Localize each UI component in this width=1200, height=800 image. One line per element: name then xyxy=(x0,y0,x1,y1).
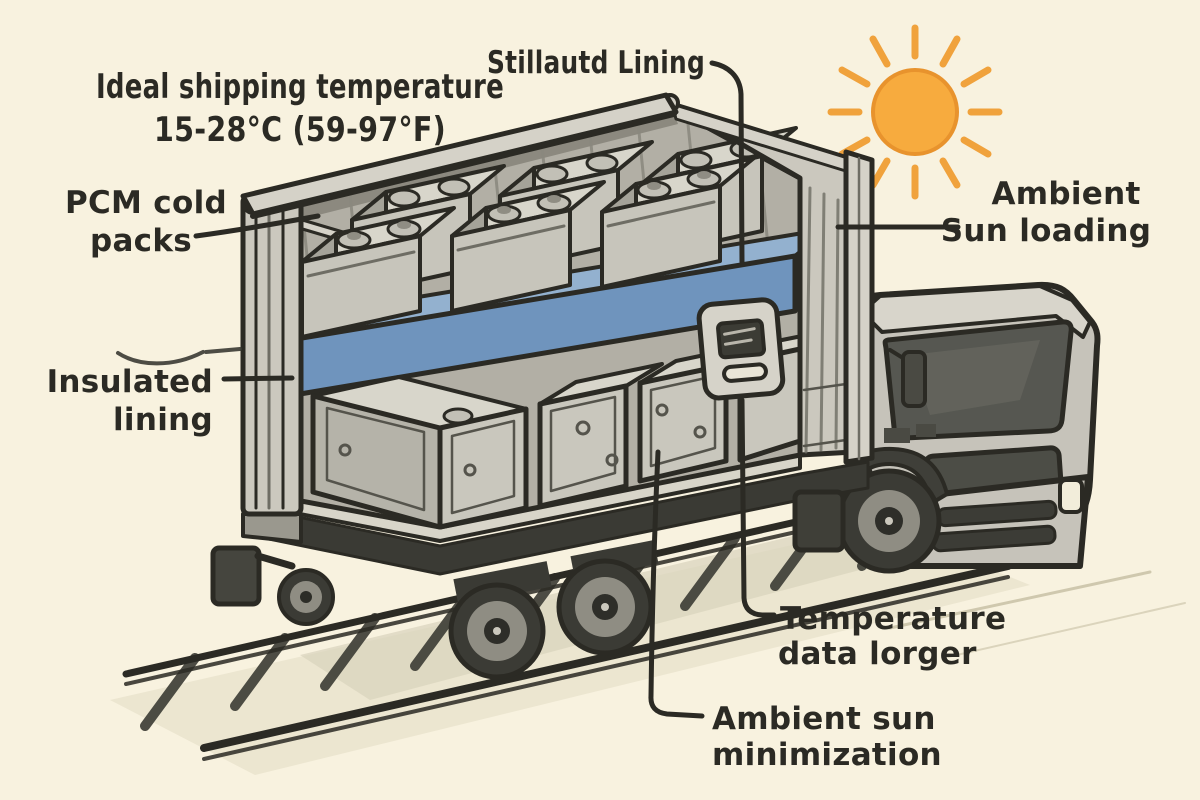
container-top-rail xyxy=(240,92,679,219)
sun-icon xyxy=(827,24,1003,200)
jockey-wheel xyxy=(277,568,335,626)
label-logger-line2: data lorger xyxy=(778,636,977,672)
logger-slot xyxy=(722,362,768,383)
shipping-container xyxy=(240,92,875,544)
label-logger-line1: Temperature xyxy=(780,601,1006,637)
truck-cab xyxy=(834,281,1101,574)
temperature-data-logger-device xyxy=(696,297,786,401)
label-ideal-temp-line1: Ideal shipping temperature xyxy=(96,67,504,107)
truck-front-wheel xyxy=(836,468,942,574)
sketch-swoosh xyxy=(116,347,242,366)
battery-box xyxy=(600,156,756,289)
label-ambient-line1: Ambient xyxy=(991,176,1140,212)
leader-insulated-lining xyxy=(221,375,295,382)
mud-flap xyxy=(210,545,262,607)
cab-vent xyxy=(916,424,936,437)
label-ambient-line2: Sun loading xyxy=(941,213,1151,249)
battery-box xyxy=(450,180,606,313)
cargo-box xyxy=(310,375,529,530)
label-pcm-line1: PCM cold xyxy=(65,185,227,221)
headlight xyxy=(1058,478,1084,514)
label-insulated-lining-top: Stillautd Lining xyxy=(487,45,705,81)
cab-vent xyxy=(884,428,910,443)
cargo-box xyxy=(637,341,764,484)
windshield xyxy=(882,319,1074,441)
label-insulated-line2: lining xyxy=(113,402,213,438)
chassis-rail xyxy=(252,460,870,576)
leader-ambient-sun-minimization xyxy=(648,449,705,719)
trailer-wheel xyxy=(448,582,546,680)
trailer-wheel xyxy=(556,558,654,656)
ground-lines xyxy=(888,570,1186,658)
logger-screen xyxy=(716,318,767,360)
leader-pcm-cold-packs xyxy=(193,213,321,239)
side-mirror xyxy=(901,350,927,408)
label-minimization-line2: minimization xyxy=(712,737,942,773)
container-left-post xyxy=(240,193,304,544)
leader-lines xyxy=(116,60,961,719)
label-ideal-temp-line2: 15-28°C (59-97°F) xyxy=(154,110,446,150)
leader-insulated-lining-top xyxy=(709,60,745,265)
battery-box xyxy=(300,206,456,339)
cab-roof xyxy=(860,284,1092,339)
leader-temperature-data-logger xyxy=(739,397,777,618)
tool-box xyxy=(792,489,846,553)
labels: Ideal shipping temperature 15-28°C (59-9… xyxy=(47,45,1151,773)
cargo-box xyxy=(537,362,664,509)
label-minimization-line1: Ambient sun xyxy=(712,701,936,737)
label-pcm-line2: packs xyxy=(90,223,192,259)
label-insulated-line1: Insulated xyxy=(47,364,213,400)
